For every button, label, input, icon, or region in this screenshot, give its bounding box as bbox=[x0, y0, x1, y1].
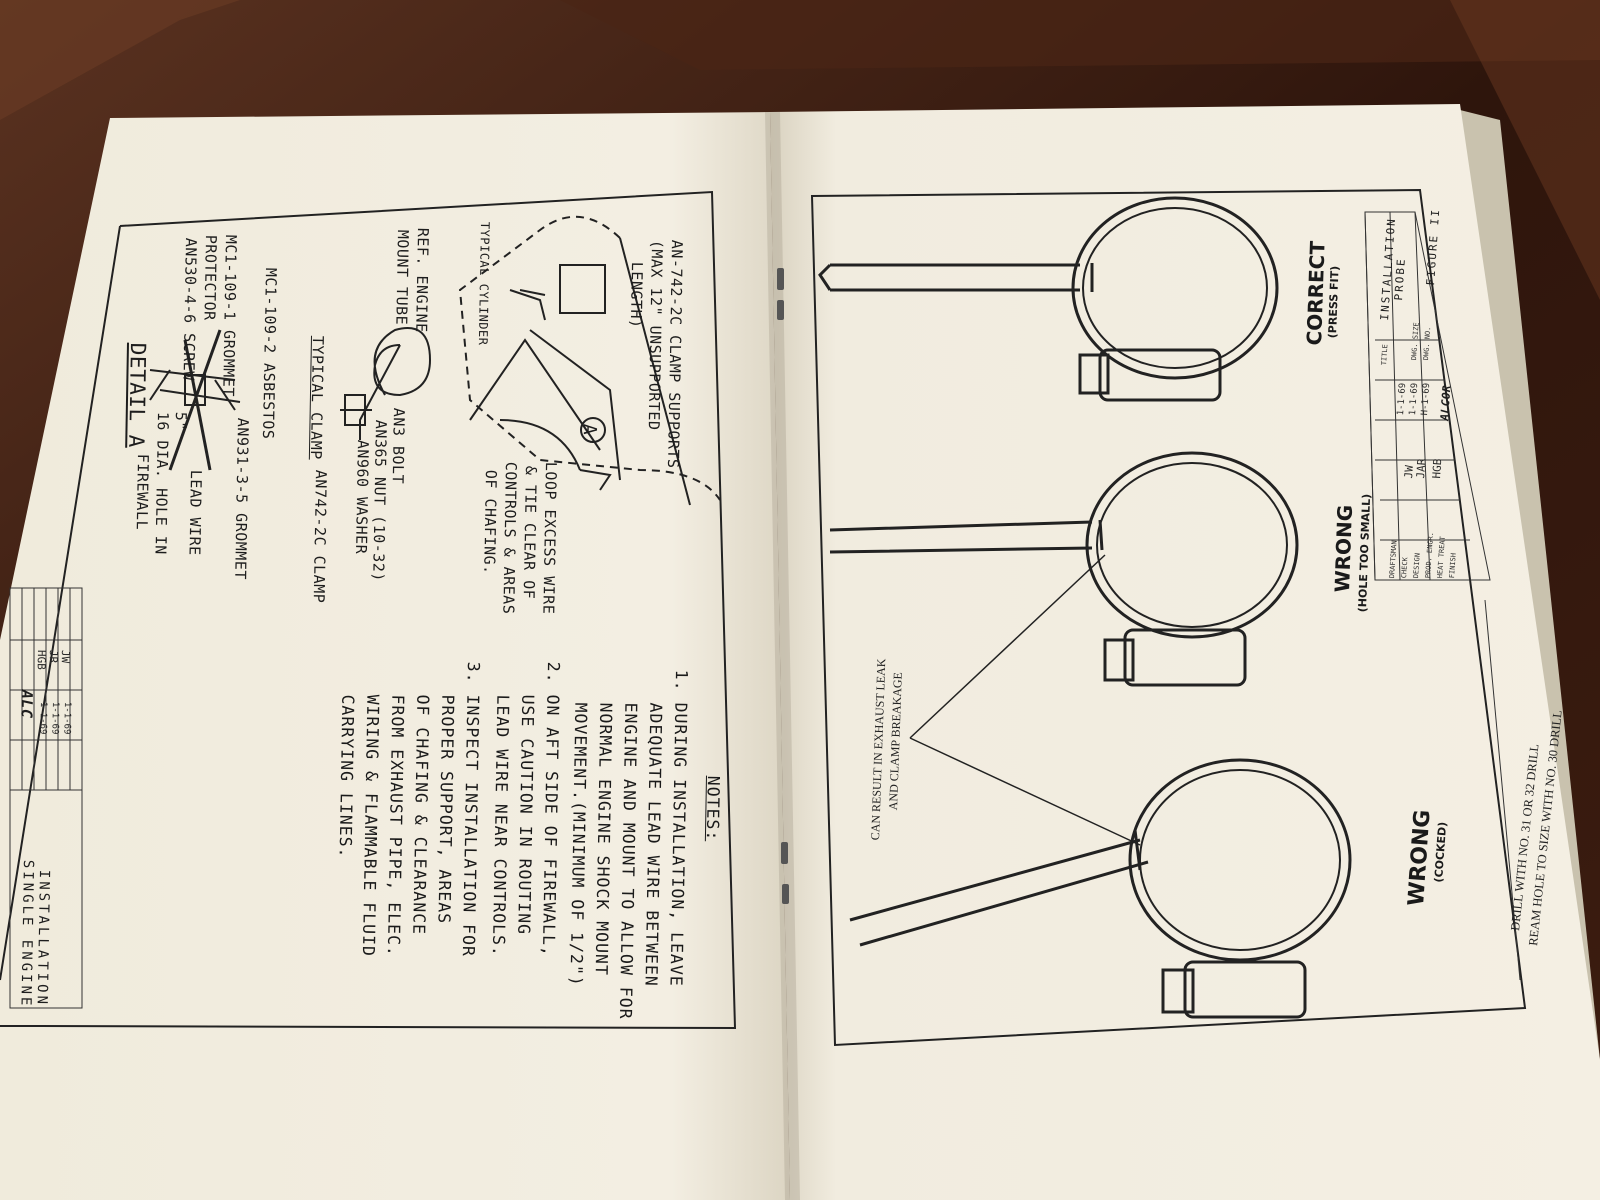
right-title-block bbox=[1364, 211, 1521, 981]
left-title-block bbox=[9, 587, 83, 1009]
label-loop-3: CONTROLS & AREAS bbox=[499, 461, 520, 615]
label-detail-a: DETAIL A bbox=[124, 342, 150, 449]
left-tb-initials-2: JR bbox=[46, 649, 60, 664]
label-dia-2: 16 DIA. HOLE IN bbox=[151, 411, 172, 555]
left-tb-title-1: INSTALLATION bbox=[33, 869, 52, 1008]
label-an742-clamp: AN742-2C CLAMP bbox=[309, 469, 330, 604]
label-clamp-supports-2: (MAX 12" UNSUPPORTED bbox=[644, 239, 666, 431]
note-2-line-2: USE CAUTION IN ROUTING bbox=[514, 661, 539, 936]
label-screw: AN530-4-6 SCREW bbox=[179, 237, 200, 381]
label-typical-cylinder: TYPICAL CYLINDER bbox=[475, 221, 492, 346]
engine-sketch bbox=[458, 215, 721, 506]
label-an931: AN931-3-5 GROMMET bbox=[231, 417, 252, 581]
notes-heading: NOTES: bbox=[702, 775, 724, 842]
typical-clamp-sketch bbox=[340, 327, 432, 440]
label-dia-1: 5" bbox=[171, 411, 190, 432]
label-correct-sub: (PRESS FIT) bbox=[1326, 265, 1342, 339]
left-drawing-frame bbox=[0, 190, 737, 1030]
note-2-line-1: 2. ON AFT SIDE OF FIREWALL, bbox=[538, 661, 564, 958]
label-callout-a: A bbox=[578, 423, 600, 436]
right-tb-cell-6: TITLE bbox=[1380, 343, 1390, 366]
label-ref-engine-2: MOUNT TUBE bbox=[392, 229, 412, 326]
right-tb-logo: ALCOR bbox=[1438, 384, 1454, 421]
right-tb-initials-2: JAR bbox=[1414, 458, 1429, 479]
left-tb-title-2: SINGLE ENGINE bbox=[17, 859, 36, 1009]
left-tb-date-2: 1-1-69 bbox=[49, 701, 60, 735]
right-drawing-frame bbox=[810, 188, 1527, 1047]
note-3-line-2: PROPER SUPPORT, AREAS bbox=[434, 661, 459, 925]
label-loop-4: OF CHAFING. bbox=[480, 469, 500, 575]
note-2-line-3: LEAD WIRE NEAR CONTROLS. bbox=[488, 661, 514, 958]
left-tb-date-1: 1-1-69 bbox=[61, 701, 72, 735]
note-3-line-5: WIRING & FLAMMABLE FLUID bbox=[358, 661, 384, 958]
label-loop-1: LOOP EXCESS WIRE bbox=[539, 461, 560, 615]
label-an365-nut: AN365 NUT (10-32) bbox=[369, 419, 390, 583]
label-an3-bolt: AN3 BOLT bbox=[388, 407, 408, 485]
label-asbestos: MC1-109-2 ASBESTOS bbox=[259, 267, 280, 440]
probe-correct-drawing bbox=[818, 196, 1279, 402]
note-3-line-1: 3. INSPECT INSTALLATION FOR bbox=[458, 661, 484, 958]
left-tb-initials-1: JW bbox=[58, 649, 72, 664]
label-loop-2: & TIE CLEAR OF bbox=[519, 465, 540, 600]
right-tb-initials-3: HGB bbox=[1430, 458, 1445, 479]
note-3-line-4: FROM EXHAUST PIPE, ELEC. bbox=[383, 661, 409, 958]
exhaust-leader-lines bbox=[909, 554, 1141, 846]
label-typical-clamp: TYPICAL CLAMP bbox=[306, 335, 327, 460]
left-tb-date-3: 1-1-69 bbox=[37, 701, 48, 735]
right-tb-cell-1: CHECK bbox=[1400, 556, 1410, 579]
probe-wrong-cocked-drawing bbox=[849, 758, 1352, 1019]
left-page bbox=[0, 112, 790, 1200]
label-dia-3: FIREWALL bbox=[132, 453, 152, 531]
left-tb-logo: ALC bbox=[17, 689, 36, 719]
label-clamp-supports-3: LENGTH) bbox=[626, 261, 646, 329]
label-wrong-1: WRONG bbox=[1330, 504, 1358, 593]
note-3-line-6: CARRYING LINES. bbox=[335, 661, 359, 859]
label-an960-washer: AN960 WASHER bbox=[352, 439, 372, 555]
right-page bbox=[770, 104, 1600, 1200]
label-ref-engine-1: REF. ENGINE bbox=[412, 227, 432, 333]
label-grommet-2: PROTECTOR bbox=[200, 234, 220, 321]
detail-a-sketch bbox=[149, 329, 241, 471]
note-3-line-3: OF CHAFING & CLEARANCE bbox=[409, 661, 434, 936]
label-grommet-1: MC1-109-1 GROMMET bbox=[219, 234, 240, 398]
left-tb-initials-3: HGB bbox=[34, 649, 48, 670]
probe-wrong-small-drawing bbox=[829, 451, 1299, 687]
label-lead-wire: LEAD WIRE bbox=[185, 469, 205, 556]
